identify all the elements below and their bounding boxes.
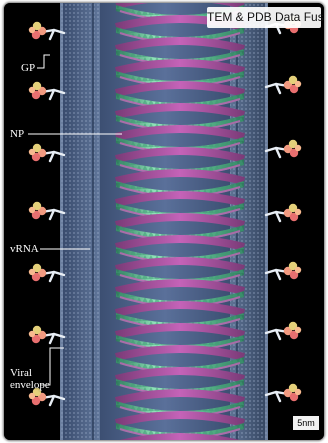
scale-bar: 5nm bbox=[293, 416, 319, 430]
virus-cross-section bbox=[4, 3, 324, 440]
label-gp: GP bbox=[21, 62, 35, 74]
label-viral-envelope-line2: envelope bbox=[10, 379, 50, 391]
figure-title: TEM & PDB Data Fusion bbox=[207, 7, 321, 28]
helix-turn-back bbox=[116, 437, 244, 440]
label-vrna: vRNA bbox=[10, 243, 39, 255]
virus-illustration: TEM & PDB Data Fusion GP NP vRNA Viral e… bbox=[4, 3, 324, 440]
label-np: NP bbox=[10, 128, 24, 140]
label-viral-envelope-line1: Viral bbox=[10, 367, 32, 379]
